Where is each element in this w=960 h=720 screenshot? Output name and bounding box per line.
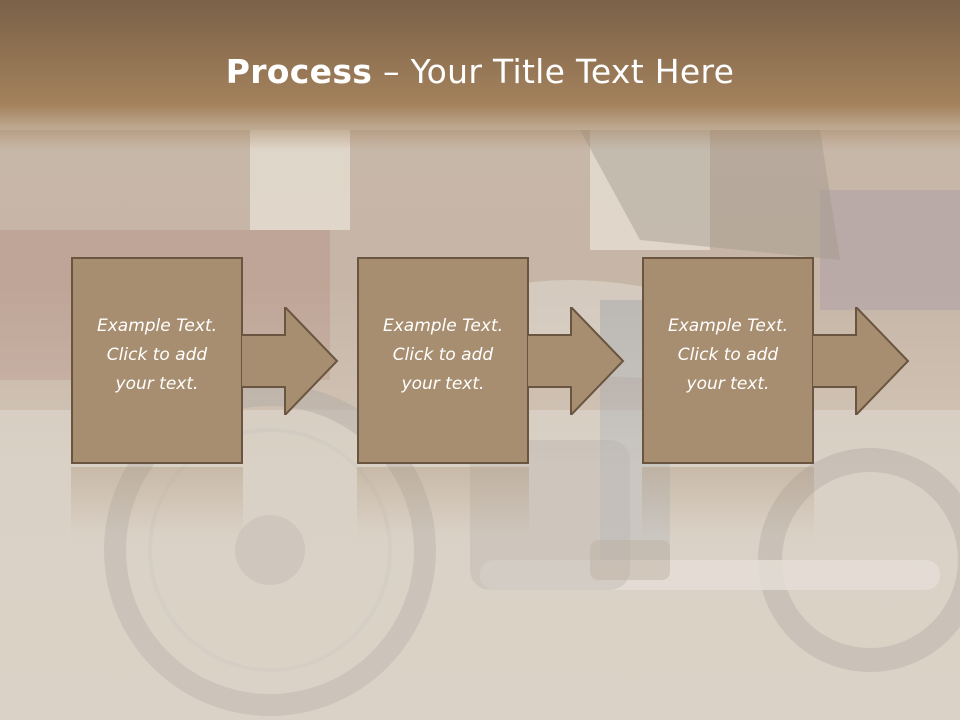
- step-reflection: [642, 467, 814, 537]
- arrow-right-icon: [241, 307, 339, 415]
- step-text[interactable]: Example Text. Click to add your text.: [667, 316, 789, 394]
- step-box: [642, 257, 814, 464]
- process-step-2[interactable]: Example Text. Click to add your text.: [357, 257, 627, 467]
- process-step-1[interactable]: Example Text. Click to add your text.: [71, 257, 341, 467]
- title-band: [0, 0, 960, 150]
- title-rest: – Your Title Text Here: [372, 52, 735, 91]
- arrow-right-icon: [812, 307, 910, 415]
- process-step-3[interactable]: Example Text. Click to add your text.: [642, 257, 912, 467]
- step-box: [357, 257, 529, 464]
- step-reflection: [71, 467, 243, 537]
- slide-title[interactable]: Process – Your Title Text Here: [0, 52, 960, 91]
- step-text[interactable]: Example Text. Click to add your text.: [96, 316, 218, 394]
- title-bold: Process: [225, 52, 373, 91]
- step-box: [71, 257, 243, 464]
- step-reflection: [357, 467, 529, 537]
- arrow-right-icon: [527, 307, 625, 415]
- step-text[interactable]: Example Text. Click to add your text.: [382, 316, 504, 394]
